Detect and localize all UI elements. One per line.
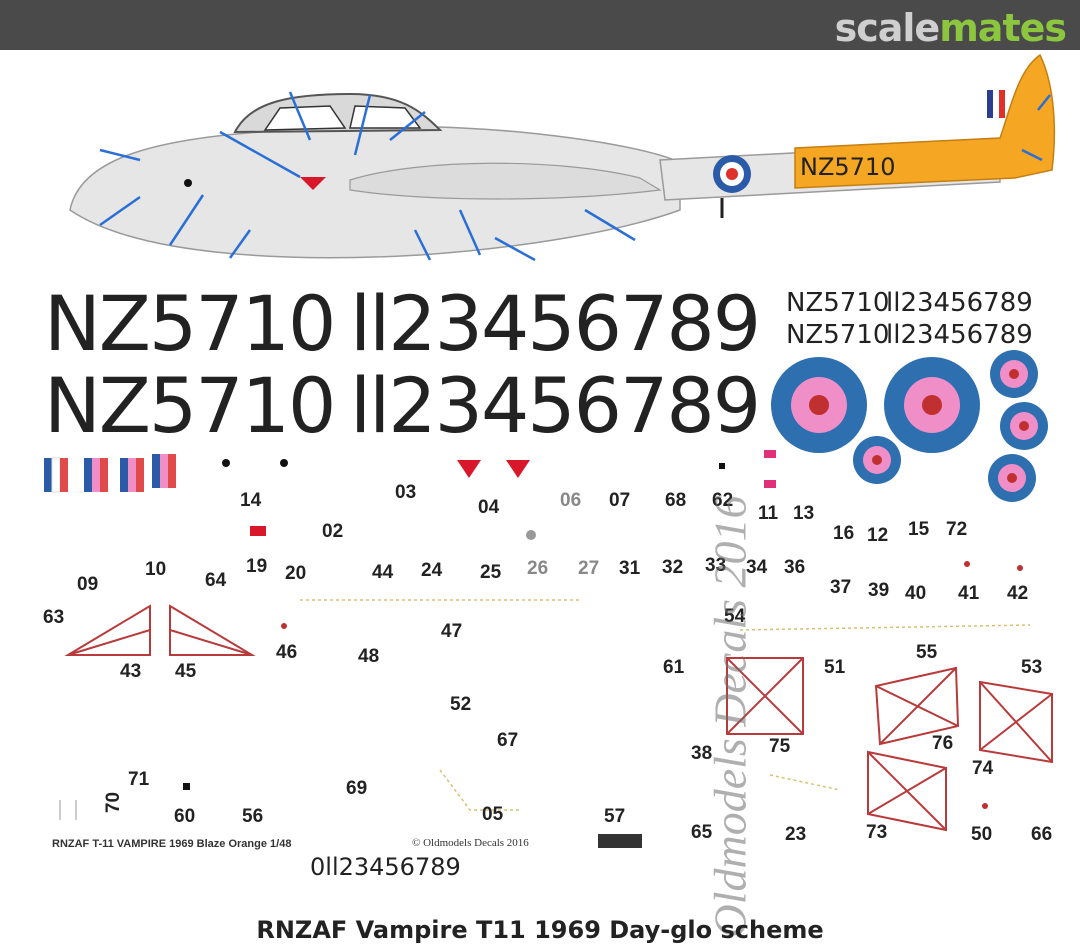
roundel-small-2 bbox=[990, 350, 1038, 398]
roundel-large-1 bbox=[771, 357, 867, 453]
sheet-title: RNZAF T-11 VAMPIRE 1969 Blaze Orange 1/4… bbox=[52, 838, 292, 850]
decal-number: 10 bbox=[145, 559, 167, 580]
decal-number: 13 bbox=[793, 503, 815, 524]
decal-number: 05 bbox=[482, 804, 504, 825]
decal-number: 71 bbox=[128, 769, 150, 790]
decal-number: 55 bbox=[916, 642, 938, 663]
top-bar: scalemates bbox=[0, 0, 1080, 50]
scalemates-logo[interactable]: scalemates bbox=[834, 6, 1067, 50]
decal-number: 69 bbox=[346, 778, 368, 799]
decal-number: 74 bbox=[972, 758, 994, 779]
decal-number: 63 bbox=[43, 607, 65, 628]
roundel-small-1 bbox=[853, 436, 901, 484]
decal-number: 47 bbox=[441, 621, 463, 642]
small-serial-2: NZ5710 bbox=[786, 320, 890, 350]
decal-number: 03 bbox=[395, 482, 417, 503]
decal-number: 41 bbox=[958, 583, 980, 604]
decal-number: 16 bbox=[833, 523, 855, 544]
watermark: Oldmodels Decals 2016 bbox=[704, 495, 756, 938]
small-digits-1: ll23456789 bbox=[886, 288, 1033, 318]
decal-number: 70 bbox=[103, 791, 125, 814]
decal-number: 76 bbox=[932, 733, 954, 754]
decal-number: 50 bbox=[971, 824, 993, 845]
decal-number: 75 bbox=[769, 736, 791, 757]
decal-sheet: NZ5710 NZ5710 ll23456789 NZ5710 ll234567… bbox=[0, 50, 1080, 938]
decal-number: 64 bbox=[205, 570, 227, 591]
large-serial-1: NZ5710 bbox=[44, 279, 336, 368]
decal-number: 66 bbox=[1031, 824, 1053, 845]
decal-number: 44 bbox=[372, 562, 394, 583]
decal-number: 36 bbox=[784, 557, 806, 578]
decal-number: 57 bbox=[604, 806, 626, 827]
decal-number: 60 bbox=[174, 806, 196, 827]
decal-number: 62 bbox=[712, 490, 734, 511]
copyright: © Oldmodels Decals 2016 bbox=[412, 837, 529, 849]
large-serial-2: NZ5710 bbox=[44, 361, 336, 450]
decal-number: 65 bbox=[691, 822, 713, 843]
decal-number: 73 bbox=[866, 822, 888, 843]
decal-number: 38 bbox=[691, 743, 713, 764]
small-serial-1: NZ5710 bbox=[786, 288, 890, 318]
roundel-small-3 bbox=[1000, 402, 1048, 450]
decal-number: 14 bbox=[240, 490, 262, 511]
bottom-digits: 0ll23456789 bbox=[310, 853, 461, 881]
decal-number: 25 bbox=[480, 562, 502, 583]
decal-number: 27 bbox=[578, 558, 600, 579]
decal-number: 04 bbox=[478, 497, 500, 518]
decal-number: 39 bbox=[868, 580, 890, 601]
decal-number: 45 bbox=[175, 661, 197, 682]
decal-number: 11 bbox=[758, 503, 779, 524]
profile-serial: NZ5710 bbox=[800, 153, 896, 181]
decal-number: 09 bbox=[77, 574, 99, 595]
decal-number: 61 bbox=[663, 657, 685, 678]
decal-number: 52 bbox=[450, 694, 472, 715]
decal-number: 46 bbox=[276, 642, 298, 663]
decal-number: 26 bbox=[527, 558, 549, 579]
decal-number: 02 bbox=[322, 521, 344, 542]
large-digits-1: ll23456789 bbox=[350, 279, 761, 368]
misc-marks bbox=[59, 450, 1053, 848]
aircraft-profile bbox=[69, 53, 1056, 262]
decal-number: 40 bbox=[905, 583, 927, 604]
roundel-small-4 bbox=[988, 454, 1036, 502]
small-digits-2: ll23456789 bbox=[886, 320, 1033, 350]
decal-number: 37 bbox=[830, 577, 852, 598]
fin-flashes bbox=[44, 454, 176, 493]
decal-number: 56 bbox=[242, 806, 264, 827]
decal-number: 67 bbox=[497, 730, 519, 751]
decal-number: 72 bbox=[946, 519, 968, 540]
decal-number: 15 bbox=[908, 519, 930, 540]
decal-number: 24 bbox=[421, 560, 443, 581]
decal-number: 31 bbox=[619, 558, 641, 579]
roundel-large-2 bbox=[884, 357, 980, 453]
decal-number: 48 bbox=[358, 646, 380, 667]
decal-number: 54 bbox=[724, 606, 746, 627]
large-digits-2: ll23456789 bbox=[350, 361, 761, 450]
decal-number: 32 bbox=[662, 557, 684, 578]
page-caption: RNZAF Vampire T11 1969 Day-glo scheme bbox=[256, 916, 824, 944]
decal-number: 53 bbox=[1021, 657, 1043, 678]
decal-number: 07 bbox=[609, 490, 631, 511]
roundels bbox=[771, 350, 1048, 502]
decal-number: 68 bbox=[665, 490, 687, 511]
decal-number: 19 bbox=[246, 556, 268, 577]
decal-number: 20 bbox=[285, 563, 307, 584]
decal-number: 33 bbox=[705, 555, 727, 576]
decal-number: 34 bbox=[746, 557, 768, 578]
decal-number: 43 bbox=[120, 661, 142, 682]
decal-number: 42 bbox=[1007, 583, 1029, 604]
decal-number: 23 bbox=[785, 824, 807, 845]
decal-number: 51 bbox=[824, 657, 846, 678]
decal-number: 12 bbox=[867, 525, 889, 546]
decal-number: 06 bbox=[560, 490, 582, 511]
